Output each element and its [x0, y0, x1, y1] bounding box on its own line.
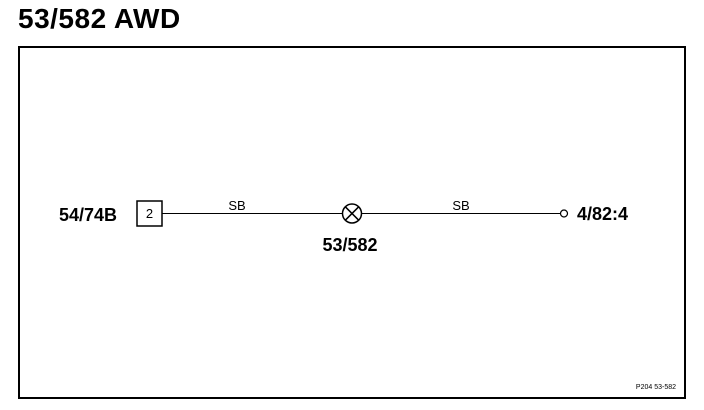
right-wire-color-label: SB: [452, 198, 469, 213]
left-wire-color-label: SB: [228, 198, 245, 213]
left-connector-pin-box: 2: [136, 200, 163, 227]
diagram-frame: [18, 46, 686, 399]
right-terminal-label: 4/82:4: [577, 204, 628, 224]
left-connector-label: 54/74B: [59, 205, 117, 225]
lamp-icon: [341, 203, 363, 224]
page-title: 53/582 AWD: [18, 3, 181, 34]
pin-box-outline: [136, 200, 163, 227]
reference-code: P204 53-582: [636, 384, 676, 391]
left-connector-pin: 2: [146, 206, 153, 221]
component-label: 53/582: [322, 235, 377, 255]
terminal-circle-icon: [559, 209, 569, 218]
